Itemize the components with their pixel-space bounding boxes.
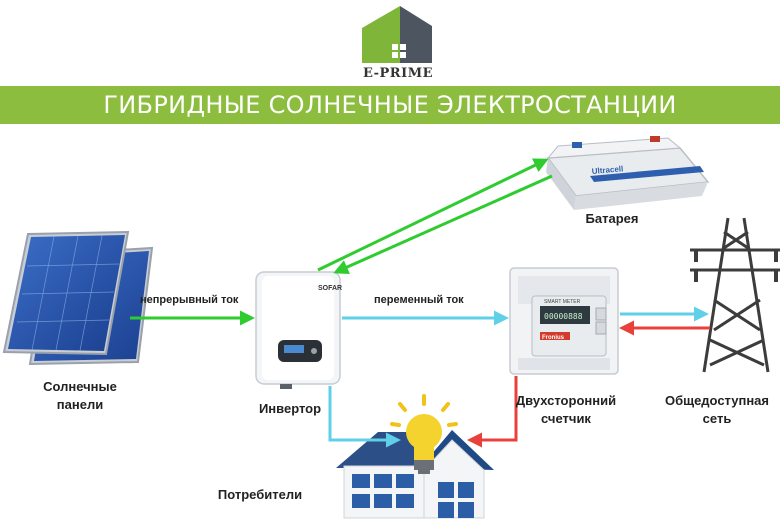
solar-panels-icon xyxy=(2,230,154,366)
meter-title: SMART METER xyxy=(544,299,581,305)
charge-arrow xyxy=(317,158,549,272)
dc-flow-label: непрерывный ток xyxy=(140,294,239,306)
battery-brand: Ultracell xyxy=(591,164,623,176)
inverter-brand: SOFAR xyxy=(318,285,342,292)
ac-flow-label: переменный ток xyxy=(374,294,464,306)
house-icon xyxy=(336,430,494,519)
meter-label: Двухсторонний счетчик xyxy=(515,393,617,426)
consumers-label: Потребители xyxy=(217,487,303,502)
discharge-arrow xyxy=(333,174,553,274)
logo-text: E-PRIME xyxy=(362,66,433,81)
title-banner: ГИБРИДНЫЕ СОЛНЕЧНЫЕ ЭЛЕКТРОСТАНЦИИ xyxy=(0,86,780,124)
inverter-icon: SOFAR xyxy=(255,271,342,389)
battery-label: Батарея xyxy=(585,211,639,226)
meter-brand: Fronius xyxy=(542,335,565,341)
inverter-label: Инвертор xyxy=(258,401,322,416)
page-title: ГИБРИДНЫЕ СОЛНЕЧНЫЕ ЭЛЕКТРОСТАНЦИИ xyxy=(103,91,677,119)
inverter-to-house-arrow xyxy=(328,386,401,448)
grid-label: Общедоступная сеть xyxy=(664,393,770,426)
meter-to-house-arrow xyxy=(467,376,518,448)
light-bulb-icon xyxy=(390,394,458,474)
power-tower-icon xyxy=(690,217,780,373)
meter-display: 00000888 xyxy=(544,312,583,321)
meter-icon: 00000888 SMART METER Fronius xyxy=(509,267,619,375)
logo-icon xyxy=(362,6,432,63)
panels-label: Солнечные панели xyxy=(43,379,117,412)
battery-icon: Ultracell xyxy=(546,136,710,210)
